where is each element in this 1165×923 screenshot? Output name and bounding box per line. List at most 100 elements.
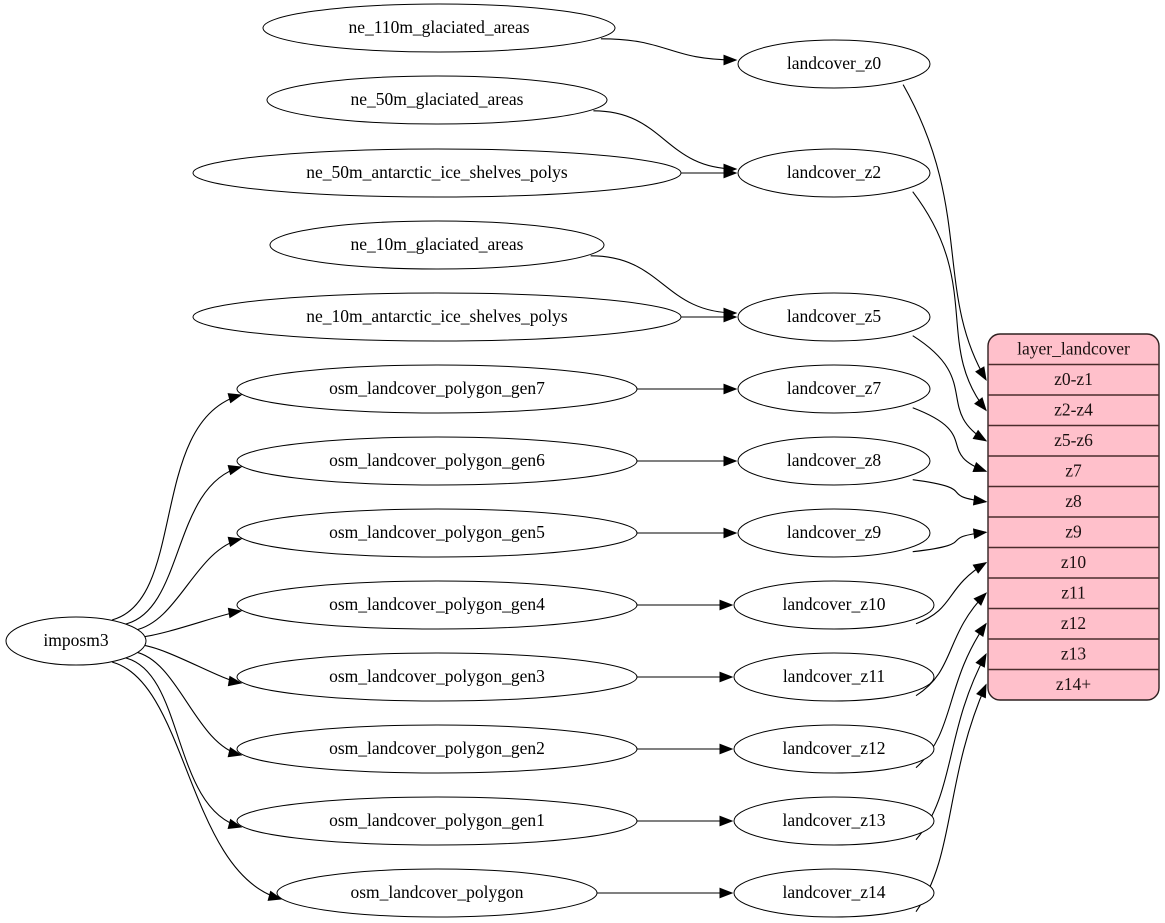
edge-arrowhead bbox=[972, 562, 988, 574]
layer-node-lz11[interactable]: landcover_z11 bbox=[733, 652, 935, 702]
node-ellipse[interactable] bbox=[236, 436, 638, 486]
edge-line bbox=[912, 407, 987, 472]
edge-line bbox=[125, 657, 242, 828]
source-node-osm4[interactable]: osm_landcover_polygon_gen4 bbox=[236, 580, 638, 630]
edge-osm2-to-lz12 bbox=[636, 743, 734, 755]
edge-arrowhead bbox=[227, 675, 243, 687]
edge-lz0-to-row-0 bbox=[902, 84, 987, 381]
edge-line bbox=[915, 684, 987, 913]
node-ellipse[interactable] bbox=[236, 580, 638, 630]
edge-arrowhead bbox=[227, 464, 243, 476]
edge-arrowhead bbox=[723, 167, 738, 179]
edge-line bbox=[134, 538, 242, 631]
edge-arrowhead bbox=[973, 592, 987, 606]
node-ellipse[interactable] bbox=[737, 148, 931, 198]
edge-lz10-to-row-6 bbox=[915, 562, 988, 625]
edge-line bbox=[902, 84, 987, 381]
node-ellipse[interactable] bbox=[276, 868, 598, 918]
edge-lz2-to-row-1 bbox=[912, 191, 987, 412]
edge-arrowhead bbox=[974, 397, 987, 412]
edge-arrowhead bbox=[972, 429, 988, 442]
node-ellipse[interactable] bbox=[733, 580, 935, 630]
layer-node-lz10[interactable]: landcover_z10 bbox=[733, 580, 935, 630]
node-ellipse[interactable] bbox=[737, 364, 931, 414]
node-ellipse[interactable] bbox=[737, 292, 931, 342]
edge-arrowhead bbox=[723, 383, 738, 395]
node-ellipse[interactable] bbox=[236, 724, 638, 774]
edge-line bbox=[112, 394, 242, 621]
edge-line bbox=[139, 644, 242, 684]
node-ellipse[interactable] bbox=[236, 508, 638, 558]
node-ellipse[interactable] bbox=[737, 436, 931, 486]
node-ellipse[interactable] bbox=[733, 868, 935, 918]
edge-osm5-to-lz9 bbox=[637, 527, 738, 539]
edge-arrowhead bbox=[975, 653, 987, 668]
edge-line bbox=[915, 562, 987, 625]
node-ellipse[interactable] bbox=[192, 148, 682, 198]
source-node-ne10g[interactable]: ne_10m_glaciated_areas bbox=[269, 220, 605, 270]
layer-node-lz8[interactable]: landcover_z8 bbox=[737, 436, 931, 486]
edge-imposm3-to-osm3 bbox=[139, 644, 243, 687]
edge-osm0-to-lz14 bbox=[596, 887, 734, 899]
edge-arrowhead bbox=[972, 461, 988, 472]
source-node-osm3[interactable]: osm_landcover_polygon_gen3 bbox=[236, 652, 638, 702]
layer-node-lz14[interactable]: landcover_z14 bbox=[733, 868, 935, 918]
node-ellipse[interactable] bbox=[269, 220, 605, 270]
layer-node-lz9[interactable]: landcover_z9 bbox=[737, 508, 931, 558]
edge-arrowhead bbox=[719, 815, 734, 827]
nodes-layer: imposm3 ne_110m_glaciated_areas ne_50m_gla… bbox=[5, 3, 935, 918]
node-ellipse[interactable] bbox=[5, 616, 147, 666]
node-ellipse[interactable] bbox=[266, 75, 608, 125]
layer-node-lz13[interactable]: landcover_z13 bbox=[733, 796, 935, 846]
edge-line bbox=[912, 191, 987, 411]
edge-lz9-to-row-5 bbox=[912, 528, 988, 553]
edge-arrowhead bbox=[267, 890, 283, 901]
edge-arrowhead bbox=[227, 536, 243, 548]
node-ellipse[interactable] bbox=[236, 364, 638, 414]
node-ellipse[interactable] bbox=[733, 652, 935, 702]
layer-node-lz7[interactable]: landcover_z7 bbox=[737, 364, 931, 414]
edge-osm6-to-lz8 bbox=[637, 455, 738, 467]
edges-layer bbox=[112, 38, 988, 913]
node-ellipse[interactable] bbox=[737, 39, 931, 89]
edge-line bbox=[600, 38, 737, 61]
edge-line bbox=[593, 110, 737, 170]
source-node-osm6[interactable]: osm_landcover_polygon_gen6 bbox=[236, 436, 638, 486]
node-ellipse[interactable] bbox=[733, 796, 935, 846]
edge-arrowhead bbox=[723, 311, 738, 323]
edge-arrowhead bbox=[719, 743, 734, 755]
table-layer-landcover: layer_landcoverz0-z1z2-z4z5-z6z7z8z9z10z… bbox=[987, 333, 1160, 701]
source-node-ne50g[interactable]: ne_50m_glaciated_areas bbox=[266, 75, 608, 125]
layer-node-lz2[interactable]: landcover_z2 bbox=[737, 148, 931, 198]
node-ellipse[interactable] bbox=[236, 796, 638, 846]
edge-line bbox=[912, 531, 987, 553]
layer-node-lz5[interactable]: landcover_z5 bbox=[737, 292, 931, 342]
edge-line bbox=[139, 610, 242, 638]
source-node-ne110[interactable]: ne_110m_glaciated_areas bbox=[262, 3, 616, 53]
edge-line bbox=[125, 466, 242, 625]
source-node-ne50a[interactable]: ne_50m_antarctic_ice_shelves_polys bbox=[192, 148, 682, 198]
node-ellipse[interactable] bbox=[737, 508, 931, 558]
edge-osm7-to-lz7 bbox=[637, 383, 738, 395]
source-node-osm2[interactable]: osm_landcover_polygon_gen2 bbox=[236, 724, 638, 774]
edge-lz14-to-row-10 bbox=[915, 683, 987, 913]
node-ellipse[interactable] bbox=[236, 652, 638, 702]
source-node-osm7[interactable]: osm_landcover_polygon_gen7 bbox=[236, 364, 638, 414]
edge-arrowhead bbox=[975, 366, 987, 381]
source-node-osm5[interactable]: osm_landcover_polygon_gen5 bbox=[236, 508, 638, 558]
node-ellipse[interactable] bbox=[262, 3, 616, 53]
layer-node-lz12[interactable]: landcover_z12 bbox=[733, 724, 935, 774]
edge-line bbox=[912, 479, 987, 503]
node-ellipse[interactable] bbox=[192, 292, 682, 342]
edge-line bbox=[915, 592, 987, 697]
node-ellipse[interactable] bbox=[733, 724, 935, 774]
edge-imposm3-to-osm6 bbox=[125, 464, 243, 625]
source-node-osm0[interactable]: osm_landcover_polygon bbox=[276, 868, 598, 918]
source-node-osm1[interactable]: osm_landcover_polygon_gen1 bbox=[236, 796, 638, 846]
edge-line bbox=[112, 661, 282, 900]
edge-arrowhead bbox=[723, 527, 738, 539]
source-node-ne10a[interactable]: ne_10m_antarctic_ice_shelves_polys bbox=[192, 292, 682, 342]
layer-node-lz0[interactable]: landcover_z0 bbox=[737, 39, 931, 89]
root-node-imposm3[interactable]: imposm3 bbox=[5, 616, 147, 666]
